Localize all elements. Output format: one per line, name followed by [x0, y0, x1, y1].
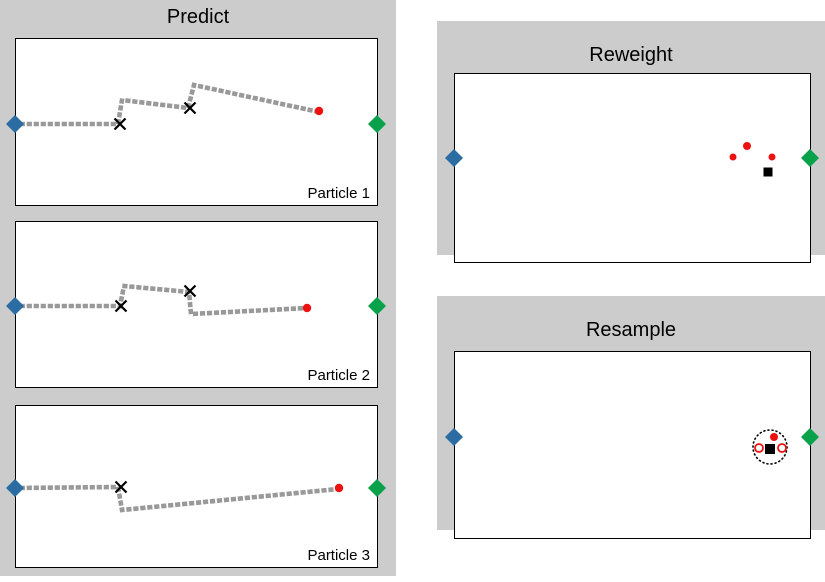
predict-panel-title: Predict: [166, 6, 230, 28]
particle-2-label: Particle 2: [307, 367, 370, 384]
particle-3-label: Particle 3: [307, 547, 370, 564]
reweight-panel-title: Reweight: [589, 44, 673, 66]
particle-1-label: Particle 1: [307, 185, 370, 202]
particle-3-plot: Particle 3: [15, 405, 378, 568]
particle-1-plot: Particle 1: [15, 38, 378, 206]
resample-panel-title: Resample: [585, 319, 677, 341]
predict-panel: Predict Particle 1 Particle 2 Particle 3: [0, 0, 396, 576]
resample-panel: Resample: [437, 296, 825, 539]
reweight-plot: [454, 73, 811, 263]
resample-plot: [454, 351, 811, 539]
reweight-panel: Reweight: [437, 21, 825, 263]
particle-2-plot: Particle 2: [15, 221, 378, 388]
